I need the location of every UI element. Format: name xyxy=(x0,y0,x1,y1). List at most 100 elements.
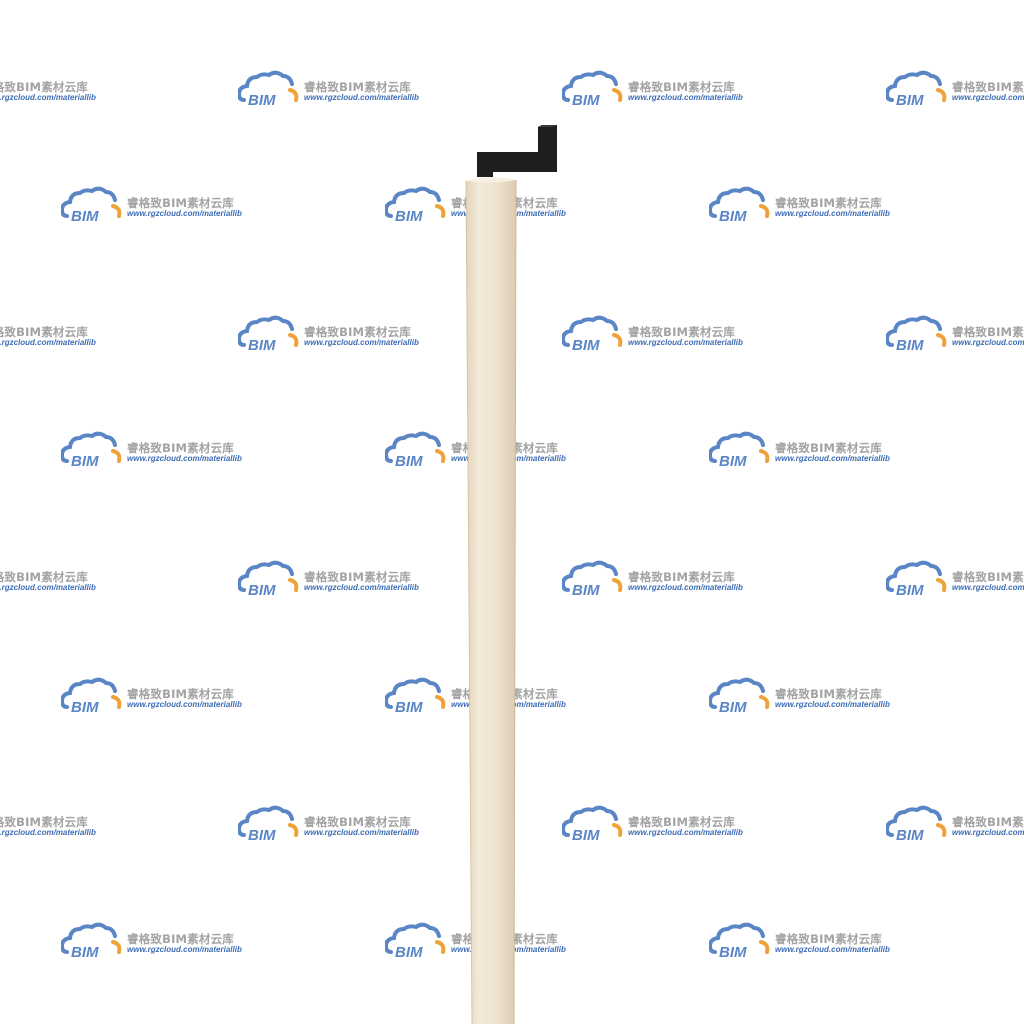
wooden-rod xyxy=(465,177,517,1024)
bim-cloud-logo-icon: BIM xyxy=(385,677,446,716)
watermark-title: 睿格致BIM素材云库 xyxy=(628,570,735,584)
bim-cloud-logo-icon: BIM xyxy=(238,805,299,844)
bim-cloud-logo-icon: BIM xyxy=(61,431,122,470)
bim-cloud-logo-icon: BIM xyxy=(709,431,770,470)
watermark-title: 睿格致BIM素材云库 xyxy=(0,815,88,829)
watermark-url: www.rgzcloud.com/materiallib xyxy=(952,338,1024,347)
bim-logo-text: BIM xyxy=(719,944,747,961)
bim-cloud-logo-icon: BIM xyxy=(562,805,623,844)
watermark-url: www.rgzcloud.com/materiallib xyxy=(775,454,890,463)
watermark-url: www.rgzcloud.com/materiallib xyxy=(952,583,1024,592)
watermark-title: 睿格致BIM素材云库 xyxy=(952,570,1024,584)
bim-cloud-logo-icon: BIM xyxy=(562,560,623,599)
watermark: BIM睿格致BIM素材云库www.rgzcloud.com/materialli… xyxy=(0,560,105,600)
watermark-url: www.rgzcloud.com/materiallib xyxy=(775,700,890,709)
bim-logo-text: BIM xyxy=(719,699,747,716)
bim-logo-text: BIM xyxy=(395,208,423,225)
bim-logo-text: BIM xyxy=(896,337,924,354)
bim-logo-text: BIM xyxy=(572,827,600,844)
watermark-url: www.rgzcloud.com/materiallib xyxy=(304,828,419,837)
watermark-title: 睿格致BIM素材云库 xyxy=(775,441,882,455)
watermark-title: 睿格致BIM素材云库 xyxy=(127,196,234,210)
watermark-title: 睿格致BIM素材云库 xyxy=(304,80,411,94)
watermark: BIM睿格致BIM素材云库www.rgzcloud.com/materialli… xyxy=(0,805,105,845)
watermark-url: www.rgzcloud.com/materiallib xyxy=(628,338,743,347)
bim-logo-text: BIM xyxy=(719,453,747,470)
bim-cloud-logo-icon: BIM xyxy=(385,431,446,470)
bim-cloud-logo-icon: BIM xyxy=(61,186,122,225)
watermark-url: www.rgzcloud.com/materiallib xyxy=(775,945,890,954)
watermark-title: 睿格致BIM素材云库 xyxy=(127,441,234,455)
bim-logo-text: BIM xyxy=(248,92,276,109)
bim-cloud-logo-icon: BIM xyxy=(709,677,770,716)
watermark-title: 睿格致BIM素材云库 xyxy=(0,325,88,339)
bim-logo-text: BIM xyxy=(248,337,276,354)
watermark-title: 睿格致BIM素材云库 xyxy=(775,932,882,946)
watermark-title: 睿格致BIM素材云库 xyxy=(628,325,735,339)
bim-logo-text: BIM xyxy=(71,453,99,470)
bim-cloud-logo-icon: BIM xyxy=(886,315,947,354)
watermark: BIM 睿格致BIM素材云库www.rgzcloud.com/materialli… xyxy=(886,805,1024,845)
watermark-title: 睿格致BIM素材云库 xyxy=(127,687,234,701)
bim-cloud-logo-icon: BIM xyxy=(709,922,770,961)
bim-logo-text: BIM xyxy=(71,699,99,716)
watermark-title: 睿格致BIM素材云库 xyxy=(775,687,882,701)
watermark-url: www.rgzcloud.com/materiallib xyxy=(952,828,1024,837)
bim-logo-text: BIM xyxy=(896,92,924,109)
bim-cloud-logo-icon: BIM xyxy=(238,315,299,354)
bim-logo-text: BIM xyxy=(896,827,924,844)
watermark-title: 睿格致BIM素材云库 xyxy=(952,815,1024,829)
watermark-title: 睿格致BIM素材云库 xyxy=(304,325,411,339)
bim-logo-text: BIM xyxy=(395,453,423,470)
bim-logo-text: BIM xyxy=(719,208,747,225)
watermark-url: www.rgzcloud.com/materiallib xyxy=(952,93,1024,102)
bim-logo-text: BIM xyxy=(248,827,276,844)
watermark: BIM睿格致BIM素材云库www.rgzcloud.com/materialli… xyxy=(0,315,105,355)
watermark-url: www.rgzcloud.com/materiallib xyxy=(127,454,242,463)
bim-cloud-logo-icon: BIM xyxy=(709,186,770,225)
bim-logo-text: BIM xyxy=(71,208,99,225)
bim-cloud-logo-icon: BIM xyxy=(238,560,299,599)
watermark: BIM 睿格致BIM素材云库www.rgzcloud.com/materialli… xyxy=(886,560,1024,600)
watermark-url: www.rgzcloud.com/materiallib xyxy=(0,93,96,102)
bim-logo-text: BIM xyxy=(395,944,423,961)
bim-cloud-logo-icon: BIM xyxy=(886,70,947,109)
watermark-url: www.rgzcloud.com/materiallib xyxy=(304,583,419,592)
watermark-title: 睿格致BIM素材云库 xyxy=(952,80,1024,94)
bim-logo-text: BIM xyxy=(395,699,423,716)
bim-logo-text: BIM xyxy=(572,337,600,354)
watermark-url: www.rgzcloud.com/materiallib xyxy=(127,209,242,218)
watermark-url: www.rgzcloud.com/materiallib xyxy=(127,945,242,954)
watermark-title: 睿格致BIM素材云库 xyxy=(0,570,88,584)
watermark-title: 睿格致BIM素材云库 xyxy=(628,815,735,829)
bim-cloud-logo-icon: BIM xyxy=(61,922,122,961)
bim-cloud-logo-icon: BIM xyxy=(385,922,446,961)
bim-logo-text: BIM xyxy=(248,582,276,599)
bim-logo-text: BIM xyxy=(896,582,924,599)
watermark-url: www.rgzcloud.com/materiallib xyxy=(0,338,96,347)
bim-logo-text: BIM xyxy=(572,582,600,599)
watermark-url: www.rgzcloud.com/materiallib xyxy=(304,338,419,347)
bim-cloud-logo-icon: BIM xyxy=(886,560,947,599)
watermark-url: www.rgzcloud.com/materiallib xyxy=(775,209,890,218)
bim-logo-text: BIM xyxy=(71,944,99,961)
watermark-url: www.rgzcloud.com/materiallib xyxy=(628,828,743,837)
watermark-url: www.rgzcloud.com/materiallib xyxy=(304,93,419,102)
watermark: BIM 睿格致BIM素材云库www.rgzcloud.com/materialli… xyxy=(886,70,1024,110)
